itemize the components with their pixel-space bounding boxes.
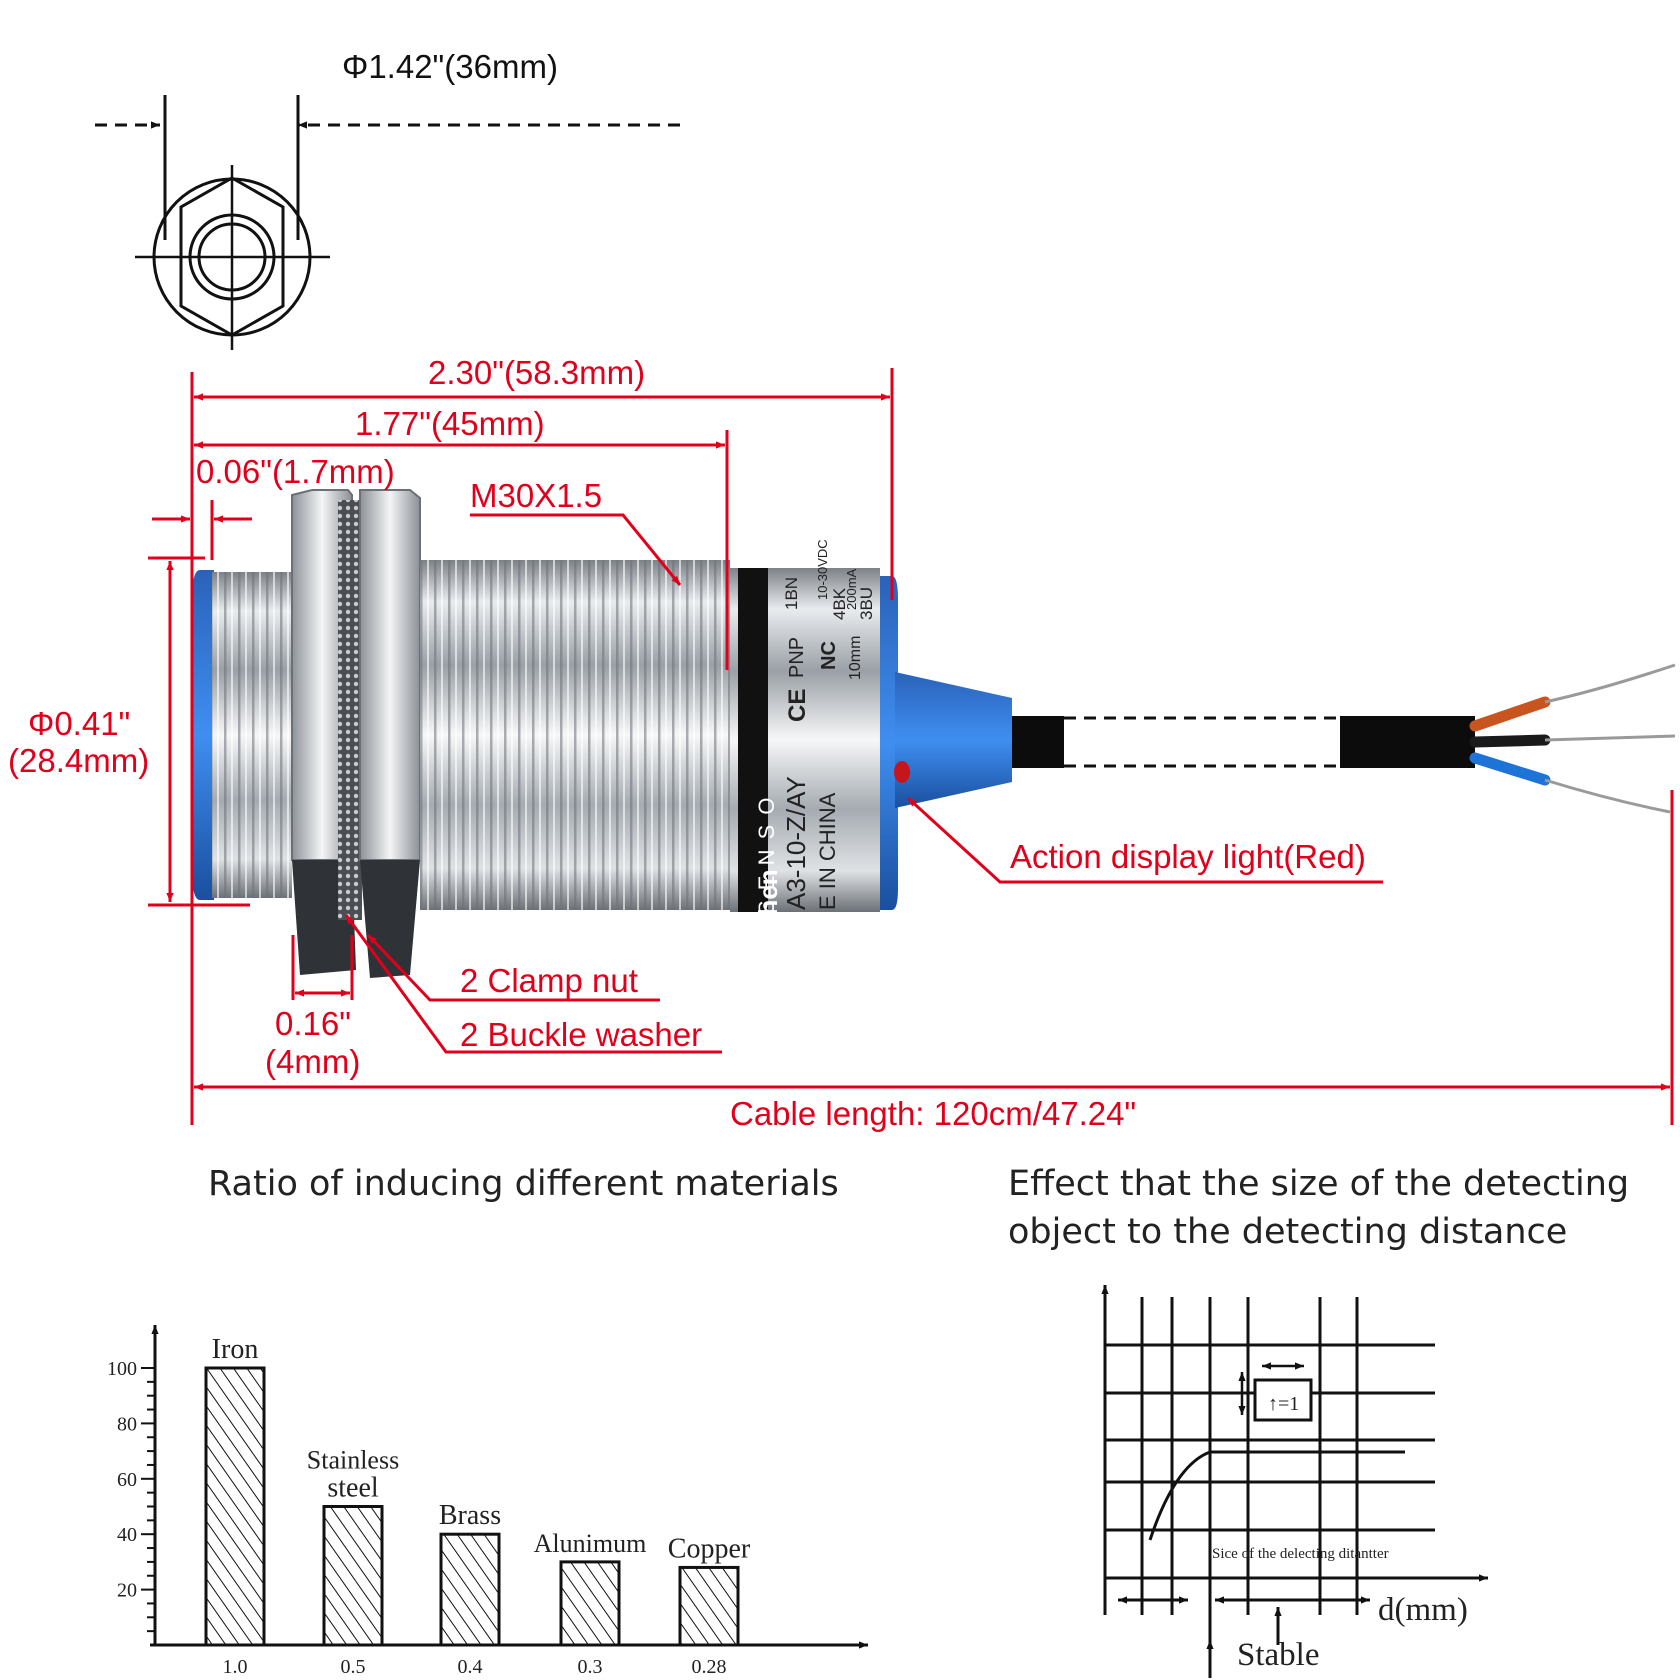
print-current: 200mA: [844, 568, 859, 610]
x-tick-label: 0.4: [458, 1656, 483, 1678]
print-wire-1: 1BN: [782, 577, 801, 610]
wire-black: [1469, 734, 1551, 748]
bar-label: Alunimum: [534, 1529, 647, 1558]
buckle-washer-label: 2 Buckle washer: [460, 1016, 702, 1053]
stable-label: Stable: [1237, 1637, 1319, 1673]
print-brand: chen: [753, 869, 783, 930]
print-mode: NC: [818, 641, 840, 670]
print-type: PNP: [786, 637, 808, 678]
distance-object-box: [1253, 1378, 1313, 1422]
y-tick-label: 60: [117, 1469, 137, 1491]
face-offset-label: 0.06"(1.7mm): [196, 453, 395, 490]
wire-brown: [1469, 696, 1551, 732]
top-diameter-label: Φ1.42"(36mm): [342, 48, 558, 85]
wire-blue: [1469, 752, 1551, 786]
sensor-print: S E N S O chen: [753, 796, 783, 930]
leader-buckle-washer: [344, 914, 722, 1054]
wire-strand-3: [1544, 778, 1671, 814]
bar-3: [439, 1532, 501, 1647]
action-light-label: Action display light(Red): [1010, 838, 1366, 875]
y-tick-label: 20: [117, 1580, 137, 1602]
print-range: 10mm: [847, 636, 864, 680]
wire-strand-2: [1544, 734, 1676, 742]
bar-2: [322, 1505, 384, 1647]
leader-clamp-nut: [366, 933, 660, 1002]
print-wire-2: 4BK: [830, 587, 849, 620]
sensor-front-cap: [192, 570, 214, 900]
bar-label: Stainless: [307, 1446, 399, 1475]
cable: [1012, 663, 1676, 814]
nut-thickness-label-1: 0.16": [275, 1005, 351, 1042]
distance-annotation: Sice of the delecting ditantter: [1212, 1546, 1389, 1562]
print-wire-3: 3BU: [857, 587, 876, 620]
distance-curve: [1148, 1450, 1405, 1541]
y-tick-label: 80: [117, 1413, 137, 1435]
bar-label: Copper: [668, 1533, 751, 1564]
bar-4: [559, 1560, 621, 1647]
x-tick-label: 0.5: [341, 1656, 366, 1678]
bar-5: [678, 1565, 740, 1647]
thread-length-label: 1.77"(45mm): [355, 405, 545, 442]
clamp-nut-rear: [359, 489, 421, 861]
cable-gland: [895, 672, 1012, 808]
bar-label: Brass: [439, 1500, 501, 1531]
wire-strand-1: [1544, 663, 1676, 704]
leader-action-light: [906, 796, 1383, 884]
overall-length-label: 2.30"(58.3mm): [428, 354, 645, 391]
distance-x-label: d(mm): [1378, 1592, 1468, 1628]
print-voltage: 10-30VDC: [815, 539, 830, 600]
distance-chart-title-2: object to the detecting distance: [1008, 1212, 1567, 1252]
sensor-body: S E N S O chen A3-10-Z/AY CE PNP 1BN E I…: [192, 489, 1012, 978]
leader-thread-spec: [470, 513, 682, 586]
x-tick-label: 0.28: [692, 1656, 727, 1678]
x-tick-label: 0.3: [578, 1656, 603, 1678]
print-ce: CE: [784, 689, 811, 722]
sensor-rear-cap: [880, 576, 898, 910]
bar-1: [204, 1366, 266, 1647]
top-view: Φ1.42"(36mm): [95, 48, 680, 350]
distance-grid: [1101, 1285, 1488, 1678]
print-origin: E IN CHINA: [815, 792, 840, 910]
face-diameter-label-1: Φ0.41": [28, 705, 130, 742]
y-tick-label: 100: [107, 1358, 137, 1380]
cable-length-label: Cable length: 120cm/47.24": [730, 1095, 1136, 1132]
clamp-nut-rear-lower: [360, 860, 420, 978]
print-sens: S E N S O: [754, 796, 779, 915]
cable-jacket-far: [1340, 716, 1475, 768]
bar-label: Iron: [212, 1334, 259, 1365]
clamp-nut-label: 2 Clamp nut: [460, 962, 638, 999]
ratio-label: ↑=1: [1268, 1393, 1299, 1415]
thread-spec-label: M30X1.5: [470, 477, 602, 514]
dimensions: [148, 368, 1674, 1125]
y-tick-label: 40: [117, 1524, 137, 1546]
print-model: A3-10-Z/AY: [781, 776, 811, 910]
distance-chart-title-1: Effect that the size of the detecting: [1008, 1164, 1629, 1204]
materials-chart: Ratio of inducing different materials 10…: [107, 1164, 868, 1678]
nut-thickness-label-2: (4mm): [265, 1043, 360, 1080]
bar-label: steel: [327, 1473, 379, 1504]
cable-jacket-near: [1012, 716, 1064, 768]
distance-chart: Effect that the size of the detecting ob…: [1008, 1164, 1629, 1678]
face-diameter-label-2: (28.4mm): [8, 742, 149, 779]
action-display-light: [894, 761, 910, 783]
x-tick-label: 1.0: [223, 1656, 248, 1678]
materials-chart-title: Ratio of inducing different materials: [208, 1164, 839, 1204]
buckle-washer: [338, 500, 362, 920]
